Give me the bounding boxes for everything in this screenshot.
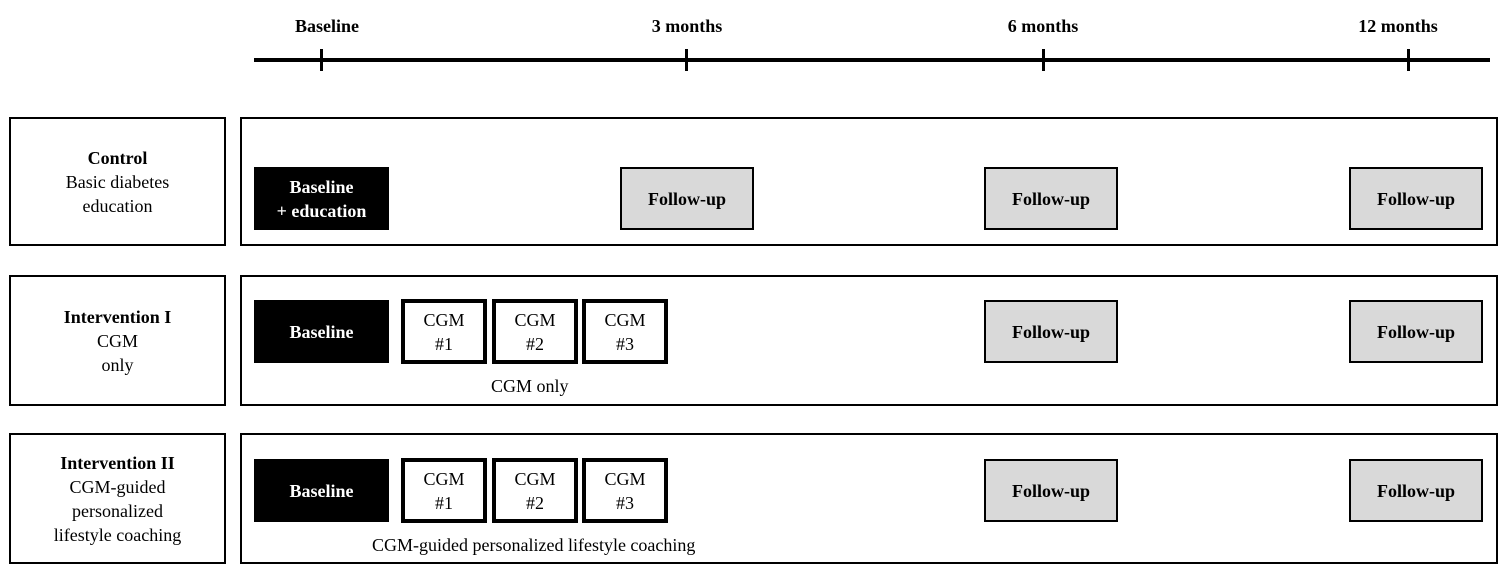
tick-label-12-months: 12 months [1358, 16, 1438, 36]
group-name: Intervention I [63, 306, 172, 327]
group-name: Intervention II [60, 452, 175, 473]
followup-3-months: Follow-up [620, 167, 754, 230]
followup-label: Follow-up [647, 188, 726, 209]
tick-6-months [1042, 49, 1045, 71]
cgm-label: CGM [514, 309, 556, 330]
cgm-number: #2 [526, 492, 544, 513]
lane-control: Baseline + education Follow-up Follow-up… [240, 117, 1498, 246]
cgm-label: CGM [423, 468, 465, 489]
group-desc-line: education [82, 195, 153, 216]
followup-12-months: Follow-up [1349, 167, 1483, 230]
followup-12-months: Follow-up [1349, 459, 1483, 522]
tick-12-months [1407, 49, 1410, 71]
cgm-number: #1 [435, 492, 453, 513]
cgm-session-3: CGM #3 [582, 299, 668, 364]
cgm-label: CGM [514, 468, 556, 489]
group-label-intervention-1: Intervention I CGM only [9, 275, 226, 406]
cgm-session-3: CGM #3 [582, 458, 668, 523]
cgm-label: CGM [604, 468, 646, 489]
cgm-label: CGM [604, 309, 646, 330]
group-desc-line: lifestyle coaching [53, 524, 182, 545]
baseline-label-line: Baseline [289, 176, 354, 197]
tick-baseline [320, 49, 323, 71]
followup-label: Follow-up [1376, 188, 1455, 209]
followup-label: Follow-up [1376, 480, 1455, 501]
cgm-session-2: CGM #2 [492, 458, 578, 523]
followup-6-months: Follow-up [984, 300, 1118, 363]
group-label-control: Control Basic diabetes education [9, 117, 226, 246]
cgm-session-2: CGM #2 [492, 299, 578, 364]
cgm-number: #3 [616, 492, 634, 513]
tick-label-baseline: Baseline [294, 16, 360, 36]
coaching-phase-caption: CGM-guided personalized lifestyle coachi… [372, 535, 696, 555]
lane-intervention-2: Baseline CGM #1 CGM #2 CGM #3 CGM-guided… [240, 433, 1498, 564]
cgm-session-1: CGM #1 [401, 299, 487, 364]
followup-label: Follow-up [1011, 480, 1090, 501]
baseline-label-line: Baseline [289, 480, 354, 501]
cgm-session-1: CGM #1 [401, 458, 487, 523]
group-desc-line: Basic diabetes [65, 171, 170, 192]
tick-label-6-months: 6 months [1007, 16, 1079, 36]
tick-label-3-months: 3 months [651, 16, 723, 36]
baseline-block: Baseline + education [254, 167, 389, 230]
followup-6-months: Follow-up [984, 167, 1118, 230]
followup-6-months: Follow-up [984, 459, 1118, 522]
group-desc-line: only [101, 354, 134, 375]
tick-3-months [685, 49, 688, 71]
followup-label: Follow-up [1011, 188, 1090, 209]
followup-12-months: Follow-up [1349, 300, 1483, 363]
group-name: Control [87, 147, 148, 168]
lane-intervention-1: Baseline CGM #1 CGM #2 CGM #3 CGM only F… [240, 275, 1498, 406]
cgm-number: #1 [435, 333, 453, 354]
baseline-block: Baseline [254, 459, 389, 522]
timeline-axis-line [254, 58, 1490, 62]
cgm-phase-caption: CGM only [491, 376, 569, 396]
followup-label: Follow-up [1011, 321, 1090, 342]
group-desc-line: CGM [96, 330, 138, 351]
cgm-number: #3 [616, 333, 634, 354]
followup-label: Follow-up [1376, 321, 1455, 342]
group-desc-line: personalized [72, 500, 163, 521]
baseline-block: Baseline [254, 300, 389, 363]
cgm-number: #2 [526, 333, 544, 354]
group-label-intervention-2: Intervention II CGM-guided personalized … [9, 433, 226, 564]
group-desc-line: CGM-guided [69, 476, 166, 497]
baseline-label-line: Baseline [289, 321, 354, 342]
baseline-label-line: + education [276, 200, 367, 221]
cgm-label: CGM [423, 309, 465, 330]
